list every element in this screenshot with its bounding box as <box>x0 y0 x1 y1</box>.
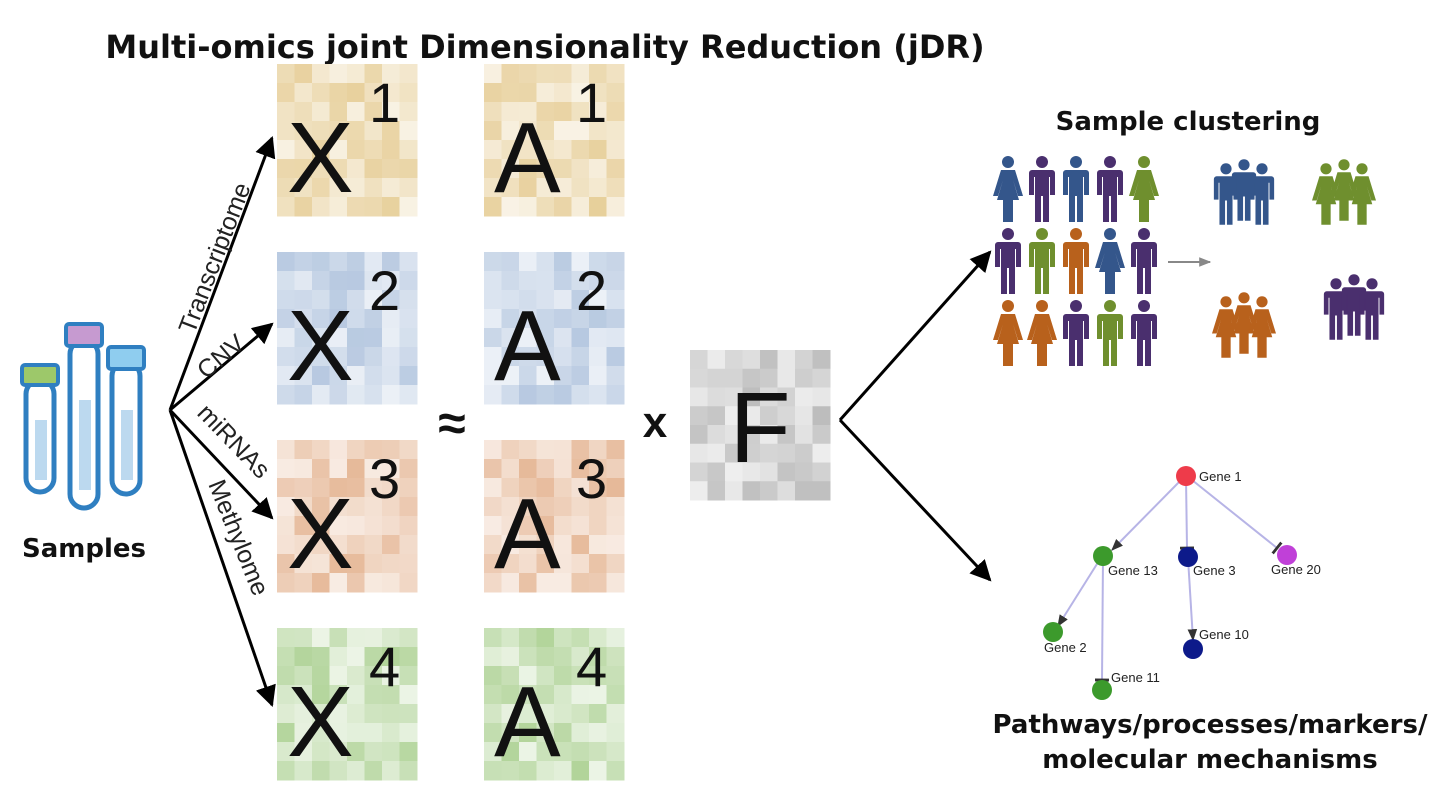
cluster-person-icon <box>1348 163 1376 225</box>
matrix-x-3-superscript: 3 <box>369 447 400 510</box>
node-gene-1 <box>1176 466 1196 486</box>
to-network-arrow <box>838 418 992 582</box>
matrix-f: F <box>690 350 831 501</box>
gene-network: Gene 1 Gene 13 Gene 3 Gene 20 Gene 2 Gen… <box>1043 466 1321 700</box>
matrix-a-4-superscript: 4 <box>576 635 607 698</box>
person-icon <box>1097 156 1123 222</box>
matrix-a-2-letter: A <box>494 290 561 402</box>
edge-g1-g13 <box>1111 475 1186 551</box>
person-icon <box>1027 300 1057 366</box>
person-icon <box>1029 156 1055 222</box>
person-icon <box>1095 228 1125 294</box>
label-gene-11: Gene 11 <box>1111 670 1160 685</box>
node-gene-3 <box>1178 547 1198 567</box>
matrix-a-2-superscript: 2 <box>576 259 607 322</box>
person-icon <box>1097 300 1123 366</box>
label-gene-20: Gene 20 <box>1271 562 1321 577</box>
matrix-a-1-letter: A <box>494 102 561 214</box>
output-arrows <box>838 250 992 582</box>
mirnas-label: miRNAs <box>192 399 276 484</box>
transcriptome-label: Transcriptome <box>173 179 256 337</box>
node-gene-11 <box>1092 680 1112 700</box>
matrix-x-1-superscript: 1 <box>369 71 400 134</box>
times-symbol: x <box>643 398 668 447</box>
person-icon <box>1131 228 1157 294</box>
edge-g1-g20 <box>1186 475 1283 555</box>
cluster-person-icon <box>1248 296 1276 358</box>
matrix-x-2-superscript: 2 <box>369 259 400 322</box>
label-gene-13: Gene 13 <box>1108 563 1158 578</box>
network-title-line-2: molecular mechanisms <box>1042 745 1377 775</box>
transcriptome-arrow <box>168 136 276 411</box>
matrix-a-4-letter: A <box>494 666 561 778</box>
network-title-line-1: Pathways/processes/markers/ <box>993 710 1428 740</box>
approx-symbol: ≈ <box>438 395 465 451</box>
person-icon <box>995 228 1021 294</box>
matrix-x-2-letter: X <box>287 290 354 402</box>
matrix-x-1-letter: X <box>287 102 354 214</box>
matrix-a-3-superscript: 3 <box>576 447 607 510</box>
mirnas-arrow <box>168 408 274 520</box>
label-gene-3: Gene 3 <box>1193 563 1236 578</box>
diagram-title: Multi-omics joint Dimensionality Reducti… <box>105 28 984 66</box>
node-gene-13 <box>1093 546 1113 566</box>
matrix-a-3-letter: A <box>494 478 561 590</box>
node-gene-2 <box>1043 622 1063 642</box>
edge-g13-g2 <box>1057 555 1103 628</box>
methylome-arrow <box>168 409 276 707</box>
node-gene-10 <box>1183 639 1203 659</box>
matrix-x-3-letter: X <box>287 478 354 590</box>
person-icon <box>1063 228 1089 294</box>
person-icon <box>993 300 1023 366</box>
person-icon <box>1063 156 1089 222</box>
sample-tubes-icon <box>20 322 146 511</box>
cnv-label: CNV <box>192 329 251 385</box>
edge-g13-g11 <box>1094 557 1110 682</box>
label-gene-2: Gene 2 <box>1044 640 1087 655</box>
matrix-a-1-superscript: 1 <box>576 71 607 134</box>
cnv-arrow <box>169 322 274 412</box>
samples-label: Samples <box>22 534 146 564</box>
label-gene-1: Gene 1 <box>1199 469 1242 484</box>
person-icon <box>1029 228 1055 294</box>
edge-g1-g3 <box>1179 477 1195 550</box>
matrix-x-4-superscript: 4 <box>369 635 400 698</box>
clustering-title: Sample clustering <box>1056 107 1321 137</box>
to-clustering-arrow <box>838 250 992 421</box>
node-gene-20 <box>1277 545 1297 565</box>
person-icon <box>1063 300 1089 366</box>
label-gene-10: Gene 10 <box>1199 627 1249 642</box>
edge-g3-g10 <box>1187 557 1198 642</box>
omics-arrows <box>168 136 276 707</box>
person-icon <box>1131 300 1157 366</box>
person-icon <box>993 156 1023 222</box>
person-icon <box>1129 156 1159 222</box>
matrix-x-4-letter: X <box>287 666 354 778</box>
matrix-f-letter: F <box>729 372 790 484</box>
